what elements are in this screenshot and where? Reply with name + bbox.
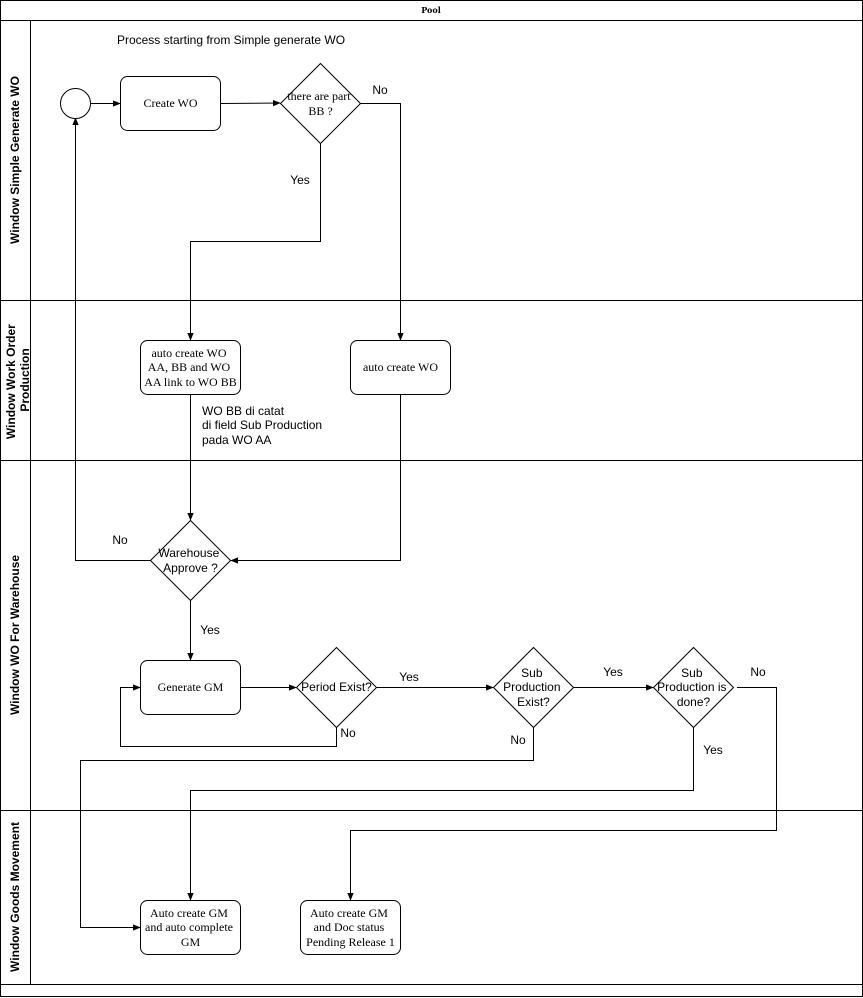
decision-sub-production-done-line-1: Sub <box>681 666 703 680</box>
lane-label-work-order-line-2: Production <box>18 348 32 411</box>
decision-sub-production-exist-label: Sub Production Exist? <box>503 666 564 709</box>
decision-sub-production-done <box>652 646 735 729</box>
task-generate-gm <box>140 660 241 715</box>
task-create-wo <box>120 76 221 131</box>
start-event <box>60 88 91 119</box>
decision-part-bb-line-2: BB ? <box>308 104 332 118</box>
edge-sub-exist-no <box>80 727 534 931</box>
lane-label-simple-generate-wo: Window Simple Generate WO <box>8 76 22 244</box>
task-auto-create-gm-complete <box>140 900 241 955</box>
task-auto-create-wo-line-1: auto create WO <box>363 360 438 374</box>
lane-label-work-order-line-1: Window Work Order <box>4 324 18 439</box>
task-auto-create-gm-complete-line-3: GM <box>181 935 201 949</box>
edge-label-period-no: No <box>340 726 356 740</box>
decision-part-bb <box>279 62 362 145</box>
lane-label-wo-for-warehouse: Window WO For Warehouse <box>8 555 22 715</box>
task-auto-create-gm-pending-line-1: Auto create GM <box>310 906 388 920</box>
note-wo-bb: WO BB di catat di field Sub Production p… <box>202 404 325 447</box>
decision-sub-production-done-line-3: done? <box>677 695 711 709</box>
edge-auto-wo-to-approve <box>230 394 401 564</box>
edge-label-sub-done-yes: Yes <box>703 743 723 757</box>
note-wo-bb-line-1: WO BB di catat <box>202 404 285 418</box>
decision-sub-production-done-label: Sub Production is done? <box>657 666 730 709</box>
task-auto-create-gm-complete-line-1: Auto create GM <box>150 906 228 920</box>
decision-warehouse-approve <box>149 519 232 602</box>
lane-label-work-order-production: Window Work Order Production <box>4 321 32 439</box>
edge-part-bb-no <box>360 103 404 341</box>
task-auto-create-gm-pending-line-2: and Doc status <box>314 920 385 934</box>
pool-title: Pool <box>421 5 441 15</box>
task-auto-create-gm-complete-label: Auto create GM and auto complete GM <box>145 906 236 949</box>
note-wo-bb-line-3: pada WO AA <box>202 433 271 447</box>
task-auto-create-gm-pending-line-3: Pending Release 1 <box>306 935 395 949</box>
decision-warehouse-approve-label: Warehouse Approve ? <box>158 546 222 575</box>
task-auto-create-wo-aa-bb-line-3: AA link to WO BB <box>144 375 236 389</box>
edge-part-bb-yes <box>187 143 321 341</box>
edge-label-approve-yes: Yes <box>200 623 220 637</box>
task-create-wo-line-1: Create WO <box>143 96 197 110</box>
edge-label-part-bb-yes: Yes <box>290 173 310 187</box>
edge-label-part-bb-no: No <box>372 83 388 97</box>
task-generate-gm-label: Generate GM <box>158 680 224 694</box>
task-auto-create-wo <box>350 340 451 395</box>
edge-label-sub-exist-no: No <box>510 733 526 747</box>
task-generate-gm-line-1: Generate GM <box>158 680 224 694</box>
edge-sub-done-yes <box>187 727 694 901</box>
edge-approve-no <box>72 117 151 561</box>
decision-sub-production-done-line-2: Production is <box>657 680 726 694</box>
decision-period-exist-label: Period Exist? <box>301 680 372 694</box>
decision-sub-production-exist-line-3: Exist? <box>517 695 550 709</box>
task-auto-create-gm-complete-line-2: and auto complete <box>145 920 233 934</box>
task-auto-create-wo-aa-bb <box>140 340 241 395</box>
decision-period-exist-line-1: Period Exist? <box>301 680 372 694</box>
decision-period-exist <box>295 646 378 729</box>
edge-sub-done-no <box>347 687 777 901</box>
decision-sub-production-exist-line-1: Sub <box>521 666 543 680</box>
decision-sub-production-exist <box>492 646 575 729</box>
note-process-start: Process starting from Simple generate WO <box>117 33 345 47</box>
task-auto-create-gm-pending <box>300 900 401 955</box>
decision-warehouse-approve-line-1: Warehouse <box>158 546 219 560</box>
edge-create-wo-to-part-bb <box>220 99 281 107</box>
lane-label-goods-movement: Window Goods Movement <box>8 822 22 972</box>
decision-part-bb-label: there are part BB ? <box>287 89 353 118</box>
decision-warehouse-approve-line-2: Approve ? <box>163 561 218 575</box>
edge-label-sub-exist-yes: Yes <box>603 665 623 679</box>
task-auto-create-gm-pending-label: Auto create GM and Doc status Pending Re… <box>306 906 395 949</box>
task-auto-create-wo-aa-bb-line-1: auto create WO <box>151 346 226 360</box>
decision-sub-production-exist-line-2: Production <box>503 680 560 694</box>
task-auto-create-wo-label: auto create WO <box>363 360 438 374</box>
edge-label-period-yes: Yes <box>399 670 419 684</box>
edge-label-approve-no: No <box>112 533 128 547</box>
edge-period-no <box>120 684 337 747</box>
task-create-wo-label: Create WO <box>143 96 197 110</box>
task-auto-create-wo-aa-bb-line-2: AA, BB and WO <box>148 360 231 374</box>
decision-part-bb-line-1: there are part <box>287 89 351 103</box>
note-wo-bb-line-2: di field Sub Production <box>202 418 322 432</box>
edge-label-sub-done-no: No <box>750 665 766 679</box>
task-auto-create-wo-aa-bb-label: auto create WO AA, BB and WO AA link to … <box>144 346 236 389</box>
